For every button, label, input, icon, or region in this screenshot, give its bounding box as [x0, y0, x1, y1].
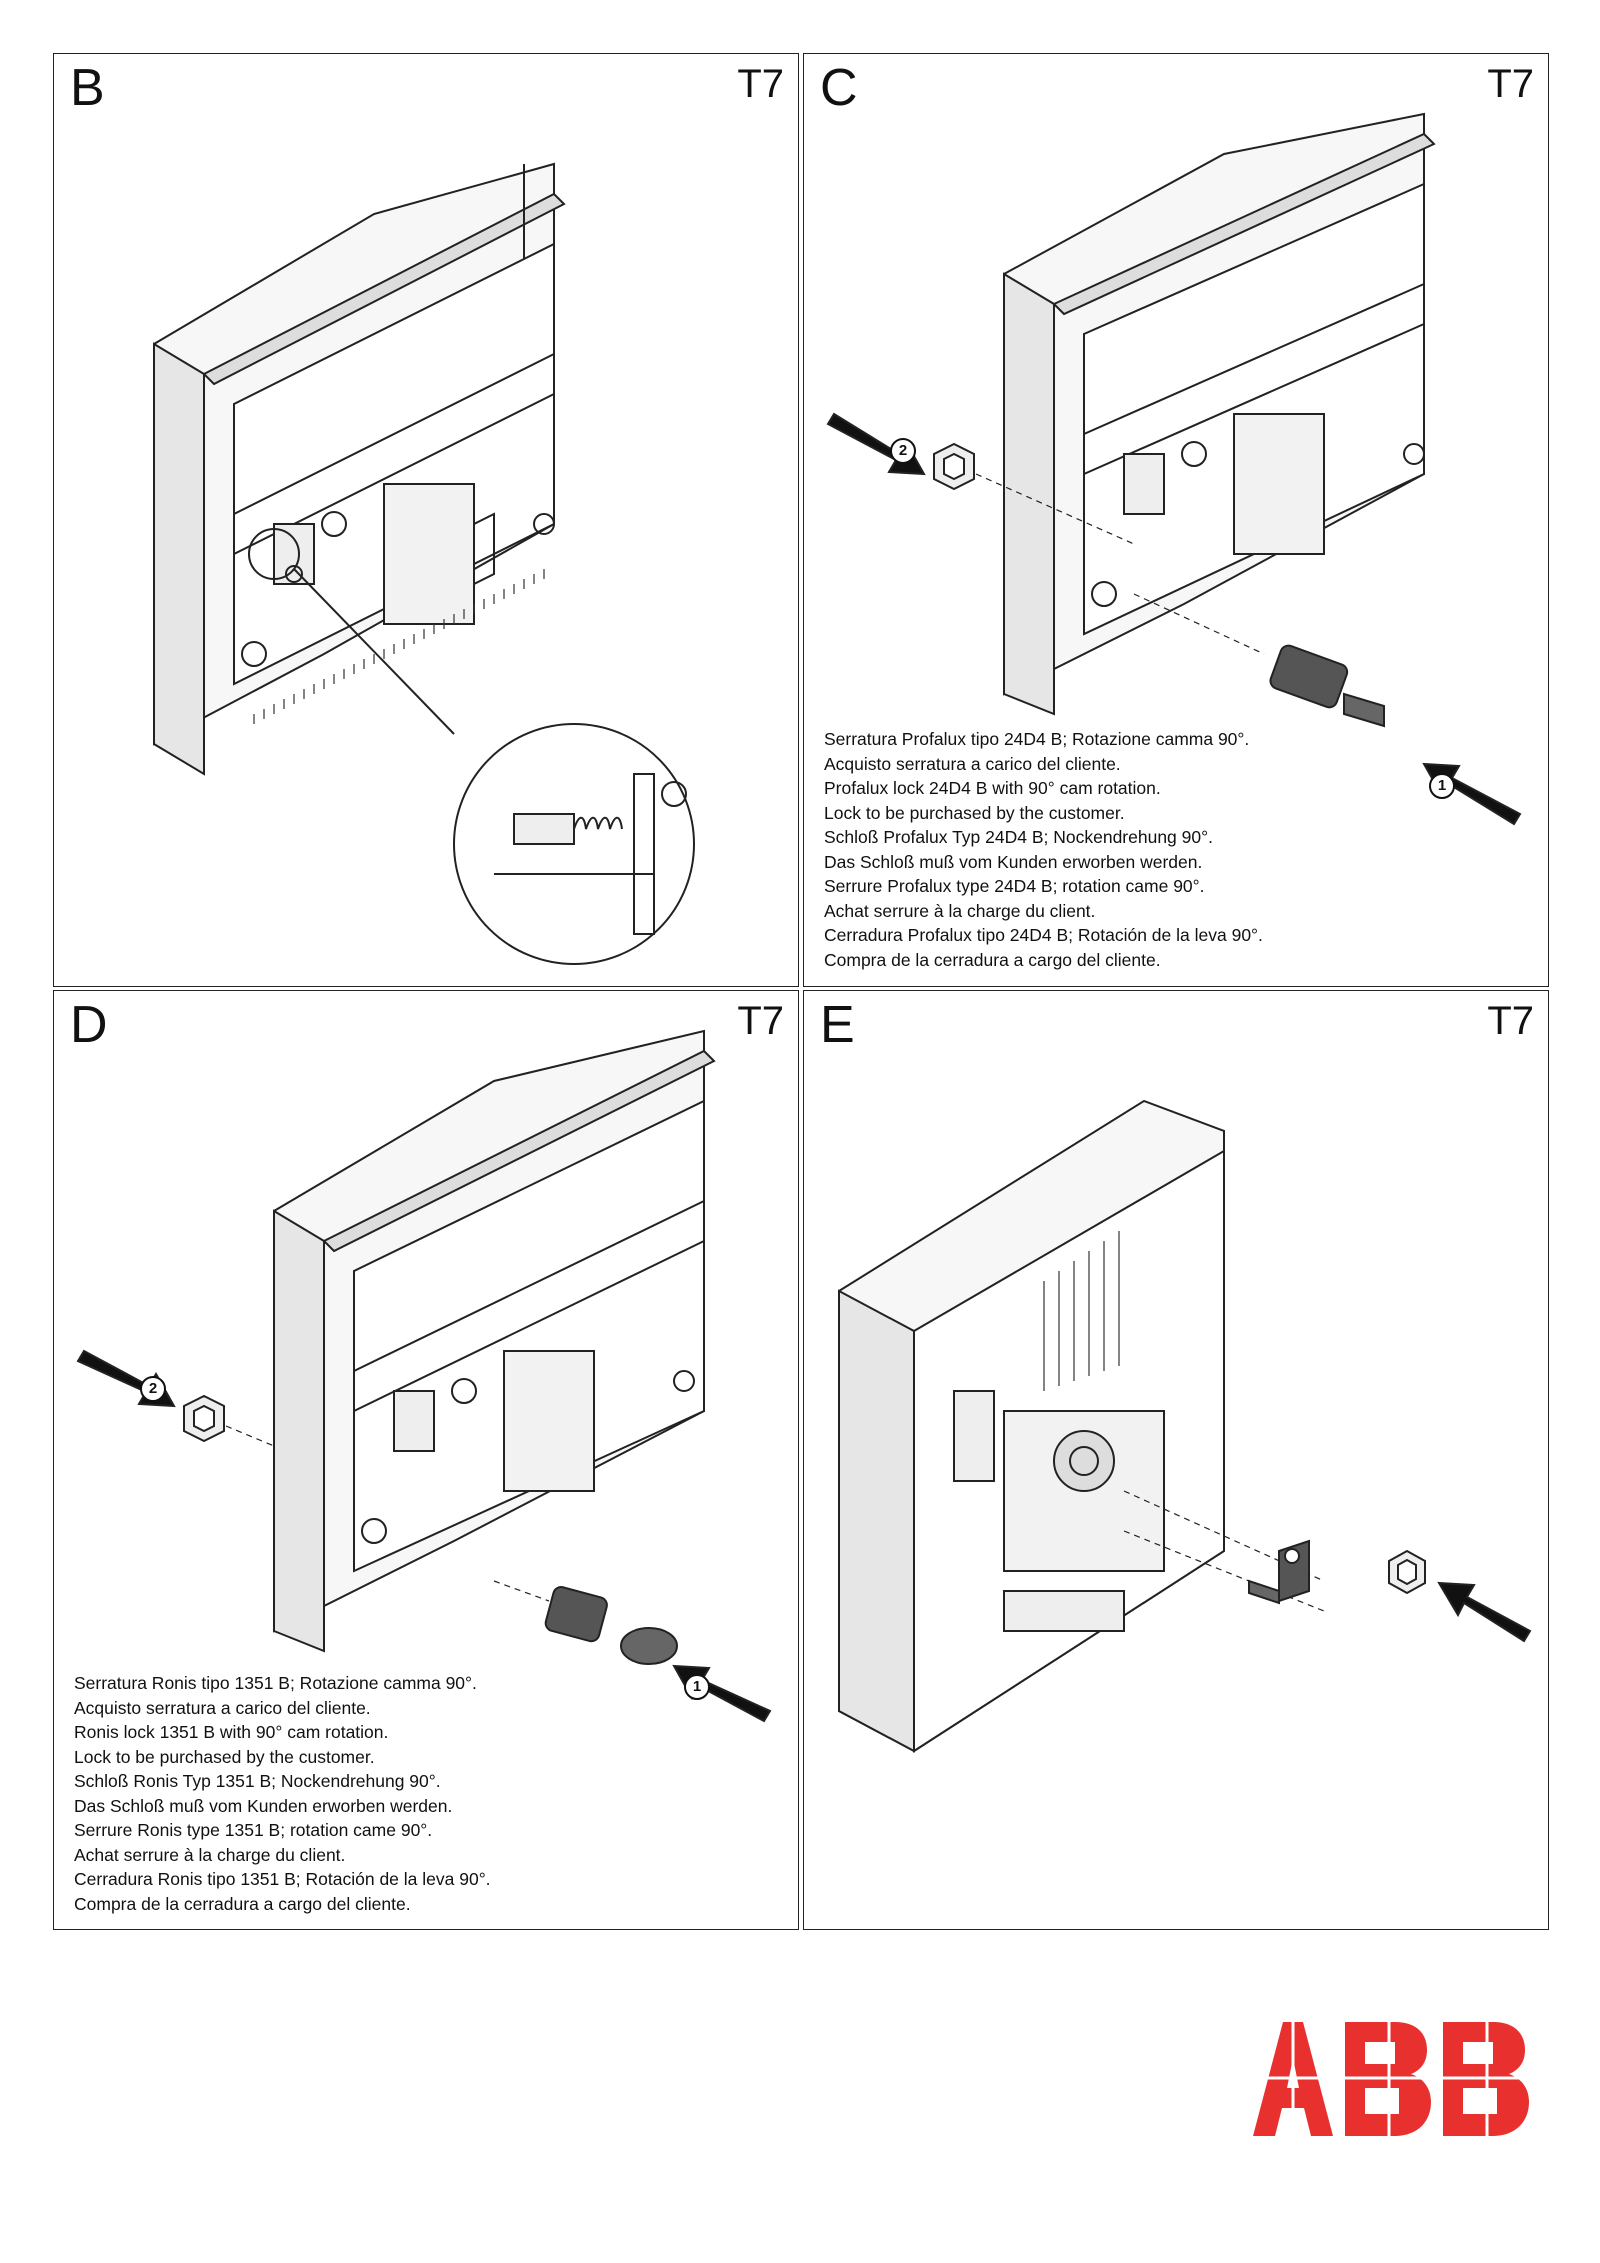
caption-line: Lock to be purchased by the customer.: [74, 1746, 375, 1767]
panel-letter: B: [70, 59, 105, 117]
caption-line: Das Schloß muß vom Kunden erworben werde…: [824, 851, 1203, 872]
callout-2: 2: [140, 1376, 166, 1402]
callout-1: 1: [684, 1674, 710, 1700]
caption-line: Ronis lock 1351 B with 90° cam rotation.: [74, 1722, 389, 1742]
caption-line: Compra de la cerradura a cargo del clien…: [824, 949, 1161, 970]
caption-line: Compra de la cerradura a cargo del clien…: [74, 1893, 411, 1914]
caption-line: Serrure Ronis type 1351 B; rotation came…: [74, 1820, 433, 1840]
caption-line: Profalux lock 24D4 B with 90° cam rotati…: [824, 778, 1161, 798]
panel-d: D T7 2 1 Serratura Ronis tipo 1351 B;: [53, 990, 799, 1930]
caption-line: Achat serrure à la charge du client.: [74, 1844, 346, 1865]
callout-1: 1: [1429, 773, 1455, 799]
panel-model: T7: [737, 999, 784, 1043]
panel-b: B T7: [53, 53, 799, 987]
caption-line: Acquisto serratura a carico del cliente.: [824, 753, 1121, 774]
caption-line: Cerradura Profalux tipo 24D4 B; Rotación…: [824, 925, 1263, 945]
abb-logo: [1245, 2018, 1545, 2138]
breaker-illustration: [153, 162, 695, 965]
caption-line: Lock to be purchased by the customer.: [824, 802, 1125, 823]
caption-line: Achat serrure à la charge du client.: [824, 900, 1096, 921]
breaker-rear-illustration: [838, 1099, 1532, 1753]
breaker-lock-illustration: [826, 112, 1522, 826]
caption-line: Das Schloß muß vom Kunden erworben werde…: [74, 1795, 453, 1816]
panel-model: T7: [1487, 62, 1534, 106]
panel-e: E T7: [803, 990, 1549, 1930]
panel-letter: C: [820, 59, 858, 117]
panel-letter: D: [70, 996, 108, 1054]
panel-model: T7: [1487, 999, 1534, 1043]
panel-letter: E: [820, 996, 855, 1054]
caption-c: Serratura Profalux tipo 24D4 B; Rotazion…: [824, 727, 1263, 972]
caption-line: Cerradura Ronis tipo 1351 B; Rotación de…: [74, 1869, 491, 1889]
caption-line: Serratura Ronis tipo 1351 B; Rotazione c…: [74, 1673, 477, 1693]
caption-line: Serratura Profalux tipo 24D4 B; Rotazion…: [824, 729, 1250, 749]
panel-model: T7: [737, 62, 784, 106]
callout-2: 2: [890, 438, 916, 464]
caption-d: Serratura Ronis tipo 1351 B; Rotazione c…: [74, 1671, 491, 1916]
caption-line: Schloß Ronis Typ 1351 B; Nockendrehung 9…: [74, 1771, 441, 1791]
breaker-lock-illustration: [76, 1029, 772, 1723]
caption-line: Schloß Profalux Typ 24D4 B; Nockendrehun…: [824, 827, 1213, 847]
caption-line: Serrure Profalux type 24D4 B; rotation c…: [824, 876, 1205, 896]
panel-c: C T7 2 1 Serratur: [803, 53, 1549, 987]
caption-line: Acquisto serratura a carico del cliente.: [74, 1697, 371, 1718]
